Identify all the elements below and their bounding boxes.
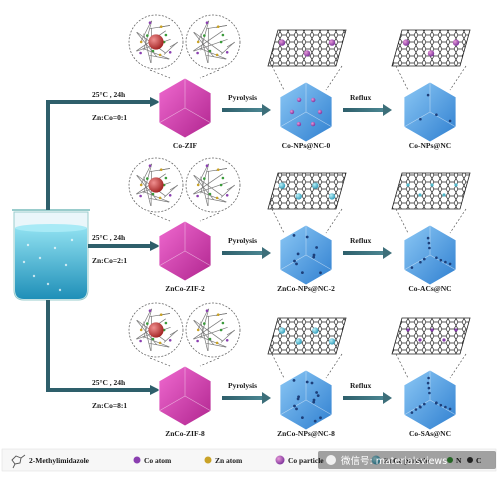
pyrolysis-product-label: ZnCo-NPs@NC-8 [277, 429, 335, 438]
final-product-label: Co-SAs@NC [409, 429, 451, 438]
particle [278, 39, 286, 46]
co-atom-icon [133, 456, 141, 464]
pyrolysis-label: Pyrolysis [228, 93, 257, 102]
particle [312, 327, 319, 334]
reflux-arrow [343, 104, 392, 116]
pyrolysis-label: Pyrolysis [228, 236, 257, 245]
reflux-arrow [343, 247, 392, 259]
zif-structure-zoom-right [185, 302, 241, 358]
wechat-icon [326, 455, 336, 465]
molecule-icon [11, 454, 26, 469]
synthesis-condition: 25°C , 24h [92, 90, 126, 99]
legend-label-co-atom: Co atom [144, 456, 172, 465]
particle [303, 50, 311, 57]
graphene-sheet-final [391, 29, 471, 67]
pyrolysis-product-label: Co-NPs@NC-0 [282, 141, 331, 150]
particle [328, 193, 336, 200]
reflux-arrow [343, 392, 392, 404]
pyrolysis-arrow [222, 247, 271, 259]
pyrolysis-label: Pyrolysis [228, 381, 257, 390]
pyrolysis-arrow [222, 104, 271, 116]
particle [312, 182, 319, 189]
particle [402, 39, 410, 46]
zif-name-label: ZnCo-ZIF-8 [165, 429, 205, 438]
particle [278, 182, 286, 189]
zn-co-ratio: Zn:Co=8:1 [92, 401, 127, 410]
legend-label-co-particle: Co particle [288, 456, 324, 465]
final-product-label: Co-ACs@NC [408, 284, 451, 293]
legend-label-znco-particle: ZnCo particle [384, 456, 429, 465]
co-particle-icon [275, 455, 285, 465]
synthesis-condition: 25°C , 24h [92, 378, 126, 387]
particle [295, 338, 302, 345]
zif-name-label: Co-ZIF [173, 141, 198, 150]
particle [427, 50, 435, 57]
framework-lattice [193, 308, 235, 352]
graphene-sheet-mid [267, 29, 347, 67]
reflux-label: Reflux [350, 381, 371, 390]
zn-co-ratio: Zn:Co=0:1 [92, 113, 127, 122]
pyrolysis-arrow [222, 392, 271, 404]
zn-atom-icon [204, 456, 212, 464]
particle [328, 39, 336, 46]
particle [452, 39, 460, 46]
znco-particle-icon [371, 455, 381, 465]
legend-label-c: C [476, 456, 481, 465]
graphene-sheet-mid [267, 317, 347, 355]
zif-structure-zoom-right [185, 157, 241, 213]
beaker-icon [12, 209, 90, 301]
framework-lattice [193, 163, 235, 207]
reflux-label: Reflux [350, 93, 371, 102]
carbon-icon [467, 457, 473, 463]
particle [328, 338, 336, 345]
nitrogen-icon [447, 457, 453, 463]
legend-label-zn-atom: Zn atom [215, 456, 243, 465]
legend-label-n: N [456, 456, 462, 465]
particle [295, 193, 302, 200]
framework-lattice [136, 308, 178, 352]
branch-arrows [46, 97, 160, 395]
graphene-sheet-final [391, 172, 471, 210]
zif-structure-zoom-right [185, 14, 241, 70]
pyrolysis-product-label: ZnCo-NPs@NC-2 [277, 284, 335, 293]
zn-co-ratio: Zn:Co=2:1 [92, 256, 127, 265]
zif-name-label: ZnCo-ZIF-2 [165, 284, 205, 293]
graphene-sheet-mid [267, 172, 347, 210]
framework-lattice [193, 20, 235, 64]
watermark-text: 微信号: materialsviews [341, 455, 447, 467]
particle [278, 327, 286, 334]
final-product-label: Co-NPs@NC [409, 141, 451, 150]
synthesis-condition: 25°C , 24h [92, 233, 126, 242]
reflux-label: Reflux [350, 236, 371, 245]
legend-label-methylimidazole: 2-Methylimidazole [29, 456, 90, 465]
graphene-sheet-final [391, 317, 471, 355]
legend: 2-Methylimidazole Co atom Zn atom Co par… [1, 448, 497, 472]
